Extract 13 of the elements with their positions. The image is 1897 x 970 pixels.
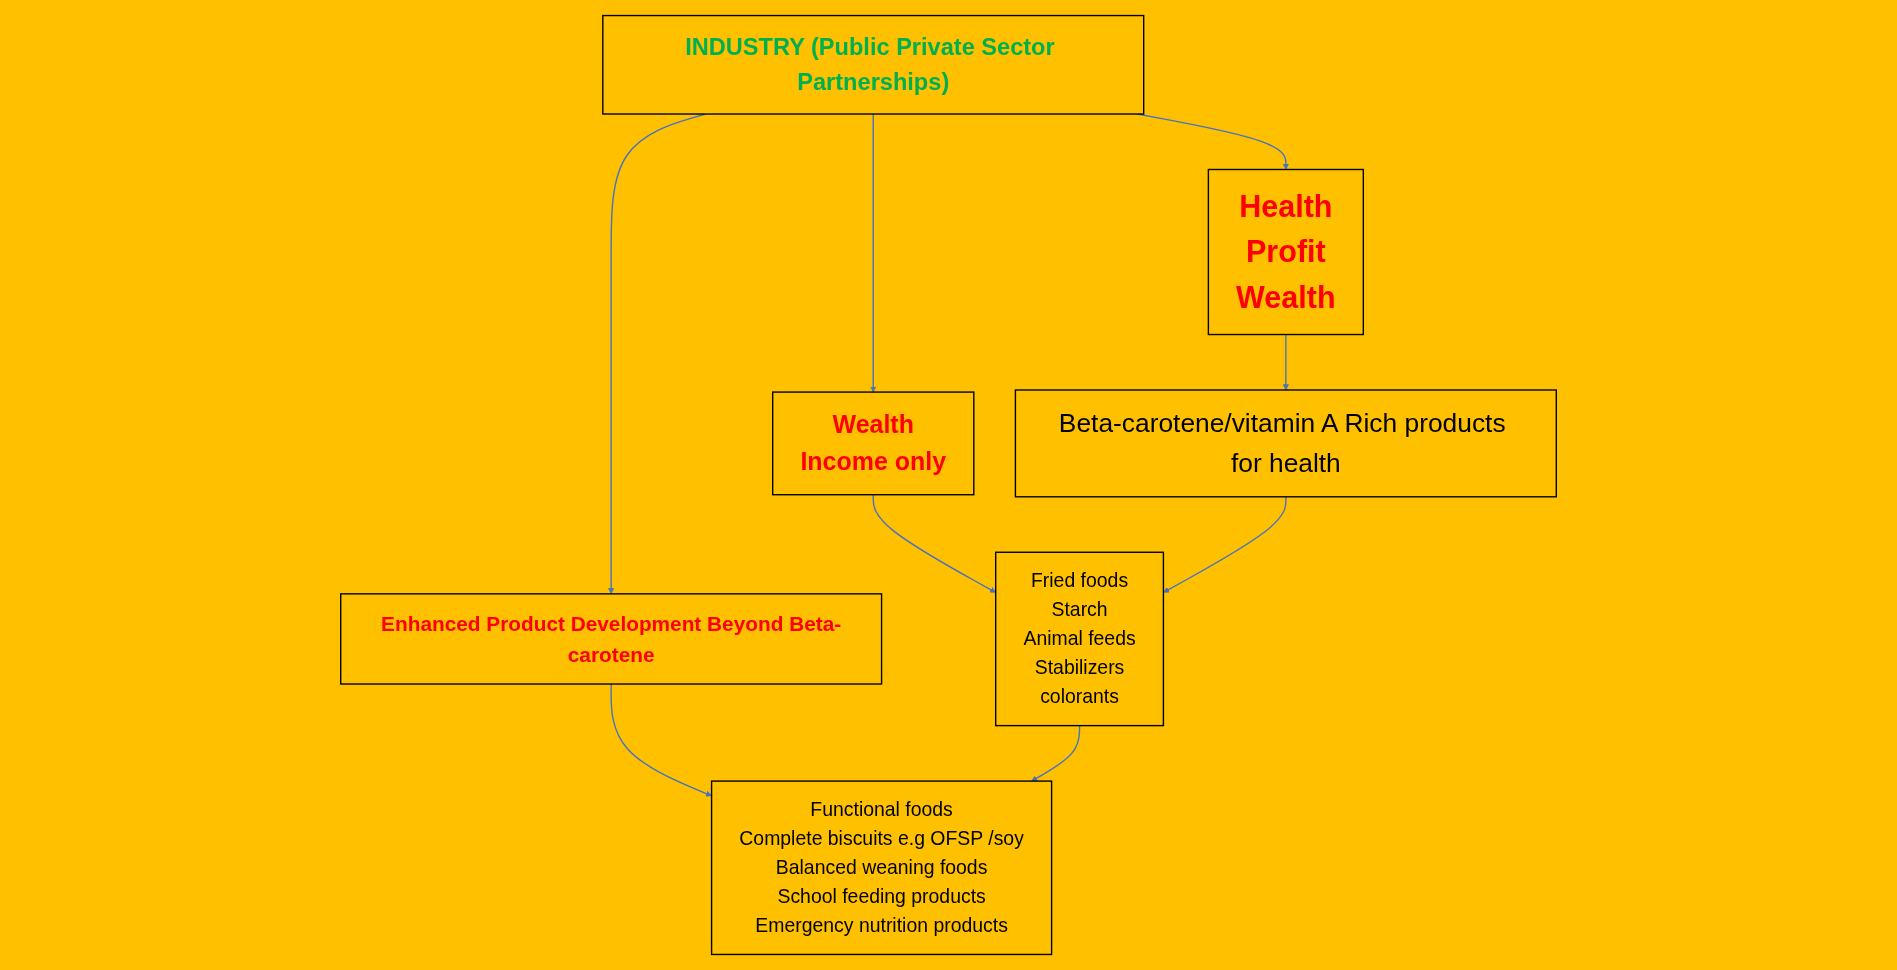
node-box: Enhanced Product Development Beyond Beta-carotene: [340, 593, 883, 685]
node-box: INDUSTRY (Public Private Sector Partnerships): [602, 14, 1145, 115]
node-box: Functional foods Complete biscuits e.g OFSP /soy Balanced weaning foods School feeding products Emergency nutrition products: [710, 780, 1053, 956]
arrow: [610, 683, 712, 797]
node-box: Beta-carotene/vitamin A Rich products for health: [1014, 389, 1557, 498]
arrow: [870, 113, 877, 393]
arrow: [872, 494, 996, 593]
arrow: [1282, 333, 1289, 391]
arrow: [1163, 496, 1287, 593]
node-box: Fried foods Starch Animal feeds Stabilizers colorants: [995, 551, 1165, 727]
arrow: [1031, 724, 1081, 782]
node-box: Wealth Income only: [772, 391, 975, 496]
node-box: Health Profit Wealth: [1207, 168, 1364, 336]
